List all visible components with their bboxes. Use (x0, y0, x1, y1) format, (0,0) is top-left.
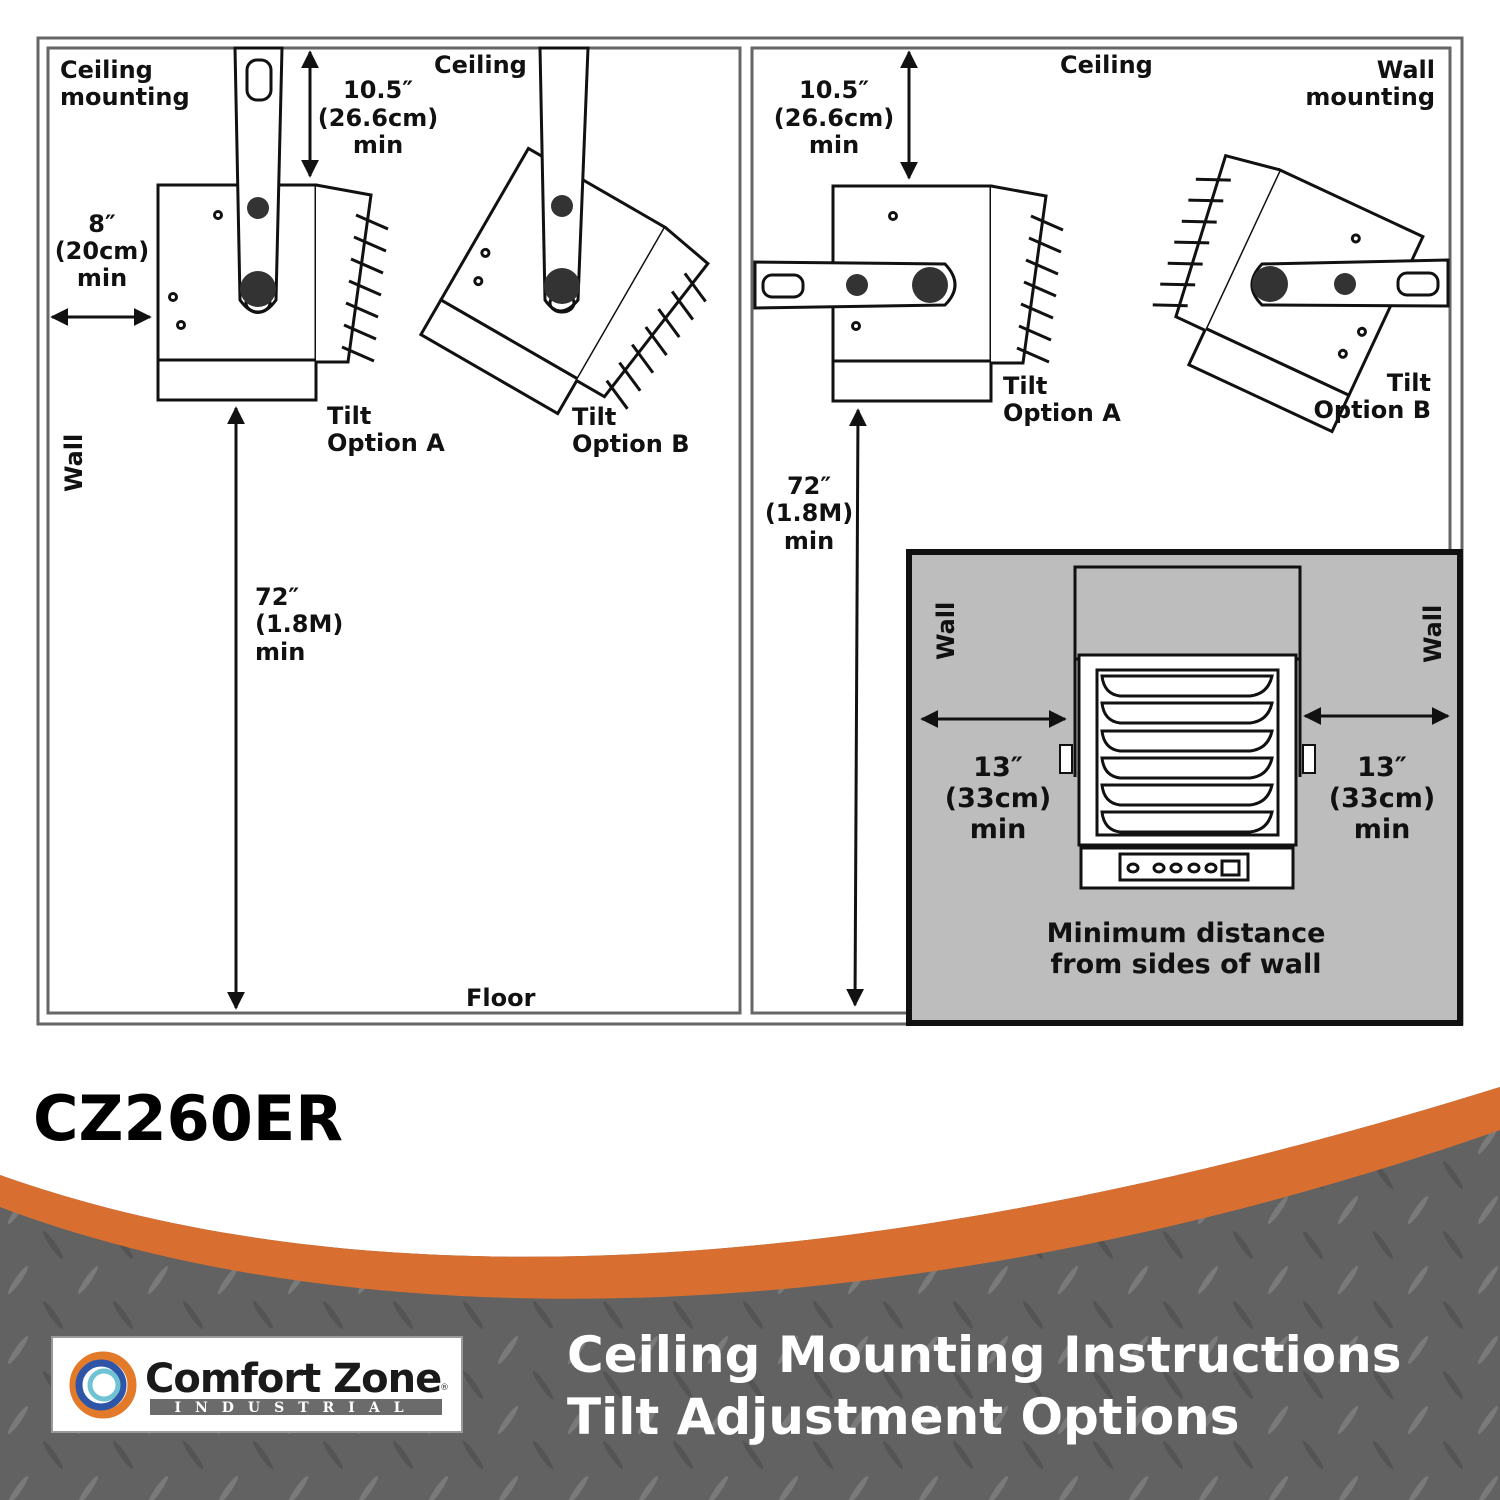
knob-icon (1252, 266, 1288, 302)
knob-icon (846, 274, 868, 296)
label-floor-clearance: 72″(1.8M)min (765, 472, 853, 555)
model-number: CZ260ER (33, 1082, 343, 1155)
label-floor: Floor (466, 984, 536, 1012)
label-wall-left: Wall (932, 602, 960, 660)
knob-icon (544, 268, 580, 304)
orange-swoosh (0, 1087, 1500, 1299)
knob-icon (551, 195, 573, 217)
label-top-clearance: 10.5″(26.6cm)min (318, 76, 438, 159)
knob-icon (247, 197, 269, 219)
label-ceiling: Ceiling (434, 51, 527, 79)
label-top-clearance: 10.5″(26.6cm)min (774, 76, 894, 159)
wall-heater-tilt-b (1122, 137, 1450, 433)
brand-sub: INDUSTRIAL (174, 1400, 417, 1416)
ceiling-heater-tilt-a (156, 46, 390, 402)
ceiling-heater-tilt-b (419, 46, 730, 452)
label-wall-right: Wall (1419, 605, 1447, 663)
knob-icon (240, 271, 276, 307)
label-ceiling: Ceiling (1060, 51, 1153, 79)
knob-icon (1334, 273, 1356, 295)
label-wall: Wall (60, 434, 88, 492)
floor-clearance-arrow (846, 408, 867, 1007)
wall-heater-tilt-a (753, 184, 1065, 403)
knob-icon (912, 267, 948, 303)
label-side-clearance: 8″(20cm)min (55, 210, 150, 292)
comfort-zone-logo: Comfort Zone ® INDUSTRIAL (51, 1336, 463, 1433)
brand-name: Comfort Zone (145, 1356, 441, 1402)
side-clearance-inset (906, 549, 1463, 1026)
label-right-clearance: 13″(33cm)min (1329, 752, 1435, 845)
label-floor-clearance: 72″(1.8M)min (255, 583, 343, 666)
label-left-clearance: 13″(33cm)min (945, 752, 1051, 845)
svg-text:®: ® (440, 1383, 449, 1393)
ceiling-mount-panel (46, 46, 742, 1015)
